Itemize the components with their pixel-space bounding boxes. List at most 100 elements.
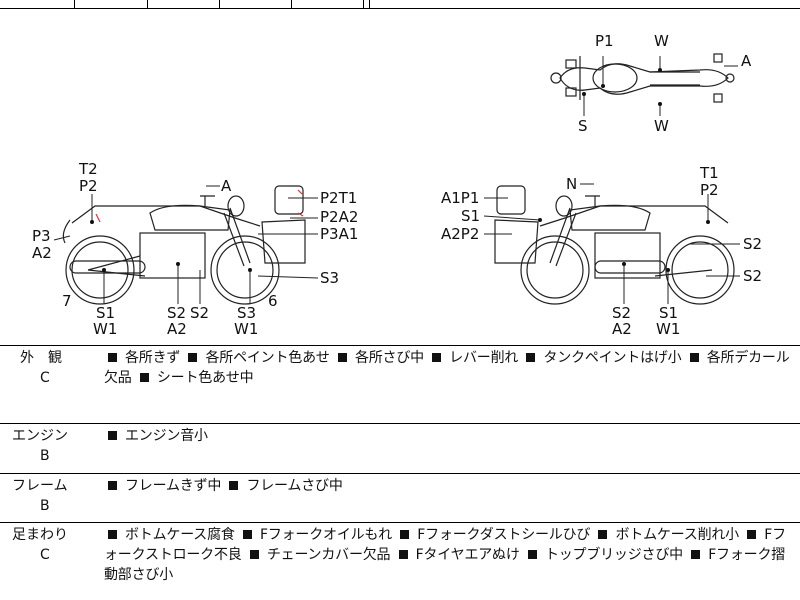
condition-item-text: Fタイヤエアぬけ xyxy=(415,547,520,563)
label-left-w1b: W1 xyxy=(234,320,258,338)
label-left-t2: T2 xyxy=(78,160,98,178)
label-left-w1: W1 xyxy=(93,320,117,338)
section-grade: C xyxy=(40,370,50,386)
condition-item-text: トップブリッジさび中 xyxy=(544,547,683,563)
condition-item-text: シート色あせ中 xyxy=(156,370,254,386)
section-frame: フレーム B フレームきず中 フレームさび中 xyxy=(0,474,800,523)
bullet-square-icon xyxy=(229,481,239,490)
label-right-s2c: S2 xyxy=(612,304,631,322)
bullet-square-icon xyxy=(398,550,408,559)
section-header: 足まわり C xyxy=(12,525,82,565)
label-left-p2a2: P2A2 xyxy=(320,208,358,226)
condition-item: Fタイヤエアぬけ xyxy=(395,547,520,563)
label-right-n: N xyxy=(566,175,577,193)
section-items: フレームきず中 フレームさび中 xyxy=(104,476,794,496)
section-grade: B xyxy=(40,498,50,514)
label-left-s2a: S2 xyxy=(167,304,186,322)
condition-item: Fフォーク摺動部さび小 xyxy=(104,547,785,583)
condition-item: シート色あせ中 xyxy=(136,370,254,386)
condition-item-text: ボトムケース腐食 xyxy=(125,527,235,543)
section-grade: C xyxy=(40,547,50,563)
bullet-square-icon xyxy=(108,353,117,362)
label-left-7: 7 xyxy=(62,292,72,310)
label-right-s1b: S1 xyxy=(659,304,678,322)
bullet-square-icon xyxy=(249,550,259,559)
condition-item-text: チェーンカバー欠品 xyxy=(266,547,391,563)
label-right-w1: W1 xyxy=(656,320,680,338)
condition-item: チェーンカバー欠品 xyxy=(246,547,391,563)
condition-item-text: 各所ペイント色あせ xyxy=(205,350,330,366)
condition-item: Fフォークストローク不良 xyxy=(104,527,786,563)
section-header: フレーム B xyxy=(12,476,82,516)
label-left-s3: S3 xyxy=(237,304,256,322)
condition-item: タンクペイントはげ小 xyxy=(522,350,682,366)
label-right-a2p2: A2P2 xyxy=(441,225,479,243)
label-left-p2t1: P2T1 xyxy=(320,189,357,207)
bullet-square-icon xyxy=(400,530,410,539)
condition-item: 各所きず xyxy=(104,350,180,366)
label-right-p2: P2 xyxy=(700,181,719,199)
label-top-a: A xyxy=(741,52,752,70)
condition-item: Fフォークダストシールひび xyxy=(396,527,590,543)
condition-item: エンジン音小 xyxy=(104,428,208,444)
label-left-a2: A2 xyxy=(32,244,52,262)
left-view-labels: T2 P2 P3 A2 7 S1 W1 S2 A2 S2 S3 W1 6 A P… xyxy=(32,160,358,338)
label-right-a2: A2 xyxy=(612,320,632,338)
label-top-s: S xyxy=(578,117,588,135)
motorcycle-diagram: P1 W A S W T2 P2 P3 A2 7 S1 W1 S2 A2 S2 … xyxy=(0,8,800,346)
section-engine: エンジン B エンジン音小 xyxy=(0,424,800,474)
condition-item: ボトムケース削れ小 xyxy=(594,527,739,543)
condition-item: フレームきず中 xyxy=(104,478,221,494)
label-right-t1: T1 xyxy=(699,164,719,182)
bullet-square-icon xyxy=(598,530,608,539)
bullet-square-icon xyxy=(108,530,117,539)
top-view-labels: P1 W A S W xyxy=(578,32,752,135)
right-view-labels: A1P1 S1 A2P2 N T1 P2 S2 S2 S2 A2 S1 W1 xyxy=(441,164,762,338)
label-left-a2b: A2 xyxy=(167,320,187,338)
label-left-p3: P3 xyxy=(32,227,51,245)
label-left-p2: P2 xyxy=(79,177,98,195)
condition-item: トップブリッジさび中 xyxy=(524,547,683,563)
condition-item: フレームさび中 xyxy=(225,478,343,494)
condition-item-text: フレームきず中 xyxy=(125,478,222,494)
label-left-s2b: S2 xyxy=(190,304,209,322)
diagram-svg: P1 W A S W T2 P2 P3 A2 7 S1 W1 S2 A2 S2 … xyxy=(32,32,762,338)
condition-item-text: Fフォークストローク不良 xyxy=(104,527,786,563)
bullet-square-icon xyxy=(139,373,149,382)
condition-item-text: Fフォークダストシールひび xyxy=(417,527,591,543)
label-right-a1p1: A1P1 xyxy=(441,189,479,207)
bullet-square-icon xyxy=(691,550,701,559)
bullet-square-icon xyxy=(108,481,117,490)
top-strip xyxy=(0,0,800,9)
section-header: エンジン B xyxy=(12,426,82,466)
bullet-square-icon xyxy=(337,353,347,362)
condition-item: 各所さび中 xyxy=(334,350,424,366)
bullet-square-icon xyxy=(242,530,252,539)
label-left-s1: S1 xyxy=(96,304,115,322)
condition-item: 各所ペイント色あせ xyxy=(184,350,330,366)
label-left-s3r: S3 xyxy=(320,269,339,287)
left-view-bike xyxy=(62,185,306,305)
damage-marks xyxy=(95,189,304,223)
section-name: フレーム xyxy=(12,478,68,494)
top-view-bike xyxy=(550,53,735,103)
label-right-s2b: S2 xyxy=(743,267,762,285)
condition-item-text: 各所デカール欠品 xyxy=(104,350,790,386)
label-left-a: A xyxy=(221,177,232,195)
condition-item-text: Fフォークオイルもれ xyxy=(259,527,393,543)
bullet-square-icon xyxy=(188,353,198,362)
section-name: エンジン xyxy=(12,428,68,444)
label-top-p1: P1 xyxy=(595,32,614,50)
condition-item: ボトムケース腐食 xyxy=(104,527,235,543)
section-items: 各所きず 各所ペイント色あせ 各所さび中 レバー削れ タンクペイントはげ小 各所… xyxy=(104,348,794,388)
section-suspension: 足まわり C ボトムケース腐食 Fフォークオイルもれ Fフォークダストシールひび… xyxy=(0,523,800,600)
condition-item-text: レバー削れ xyxy=(449,350,519,366)
label-top-w2: W xyxy=(654,117,669,135)
condition-item-text: タンクペイントはげ小 xyxy=(543,350,682,366)
section-items: ボトムケース腐食 Fフォークオイルもれ Fフォークダストシールひび ボトムケース… xyxy=(104,525,794,585)
bullet-square-icon xyxy=(689,353,699,362)
condition-item-text: ボトムケース削れ小 xyxy=(615,527,739,543)
bullet-square-icon xyxy=(108,431,117,440)
condition-item-text: フレームさび中 xyxy=(246,478,343,494)
leader-lines xyxy=(53,56,740,304)
